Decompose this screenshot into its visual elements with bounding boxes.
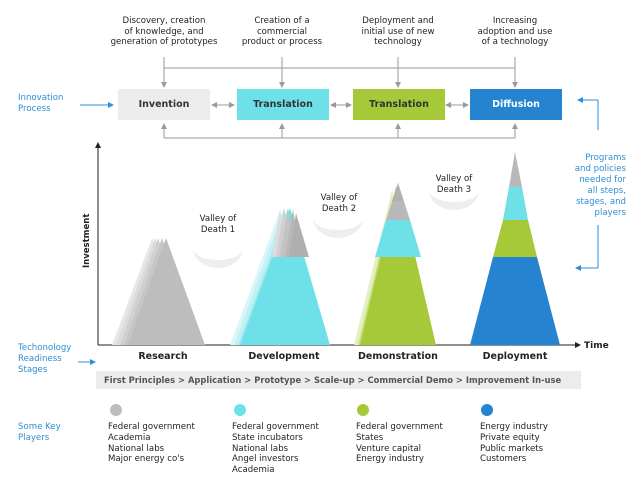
innovation-process-label: Innovation Process (18, 93, 64, 114)
list-item: Major energy co's (108, 454, 185, 465)
stage-research: Research (138, 351, 188, 362)
invention-description: Discovery, creation of knowledge, and ge… (110, 16, 218, 47)
development-players-list: Federal government State incubators Nati… (232, 422, 319, 476)
translation-box-2: Translation (353, 89, 445, 120)
diffusion-box: Diffusion (470, 89, 562, 120)
list-item: National labs (232, 443, 289, 454)
deployment-mountain (470, 152, 560, 345)
translation-1-description: Creation of a commercial product or proc… (241, 16, 323, 47)
development-mountain (230, 208, 330, 345)
x-axis-label: Time (584, 341, 609, 351)
demonstration-players-dot (357, 404, 369, 416)
list-item: Energy industry (480, 422, 549, 432)
valley-of-death-2: Valley of Death 2 (320, 193, 358, 214)
research-mountain (112, 238, 205, 345)
feedback-top-lines (161, 57, 518, 88)
translation-box-1: Translation (237, 89, 329, 120)
list-item: Academia (232, 465, 275, 476)
key-players-label: Some Key Players (18, 422, 61, 443)
list-item: Energy industry (356, 454, 425, 465)
list-item: Federal government (232, 422, 319, 432)
list-item: Public markets (480, 443, 544, 454)
stage-deployment: Deployment (482, 351, 548, 362)
feedback-bottom-lines (161, 123, 518, 139)
list-item: Angel investors (232, 454, 299, 465)
list-item: Academia (108, 432, 151, 443)
valley-of-death-1: Valley of Death 1 (199, 214, 237, 235)
y-axis-label: Investment (82, 213, 92, 268)
list-item: Federal government (108, 422, 195, 432)
valley-arcs (193, 190, 479, 268)
deployment-players-list: Energy industry Private equity Public ma… (480, 422, 548, 465)
research-players-dot (110, 404, 122, 416)
stage-demonstration: Demonstration (358, 351, 438, 362)
diffusion-description: Increasing adoption and use of a technol… (477, 16, 553, 47)
stage-development: Development (248, 351, 320, 362)
invention-box: Invention (118, 89, 210, 120)
demonstration-mountain (354, 183, 436, 345)
list-item: States (356, 432, 384, 443)
translation-2-description: Deployment and initial use of new techno… (361, 16, 435, 47)
valley-of-death-3: Valley of Death 3 (435, 174, 473, 195)
research-players-list: Federal government Academia National lab… (108, 422, 195, 465)
demonstration-players-list: Federal government States Venture capita… (356, 422, 443, 465)
list-item: Federal government (356, 422, 443, 432)
list-item: State incubators (232, 432, 303, 443)
readiness-stages-label: Techonology Readiness Stages (18, 343, 72, 375)
programs-label: Programs and policies needed for all ste… (574, 153, 626, 218)
list-item: National labs (108, 443, 165, 454)
deployment-players-dot (481, 404, 493, 416)
list-item: Venture capital (356, 443, 421, 454)
list-item: Customers (480, 454, 527, 465)
progression-bar: First Principles > Application > Prototy… (96, 371, 581, 389)
development-players-dot (234, 404, 246, 416)
programs-bracket (575, 97, 599, 271)
list-item: Private equity (480, 432, 540, 443)
